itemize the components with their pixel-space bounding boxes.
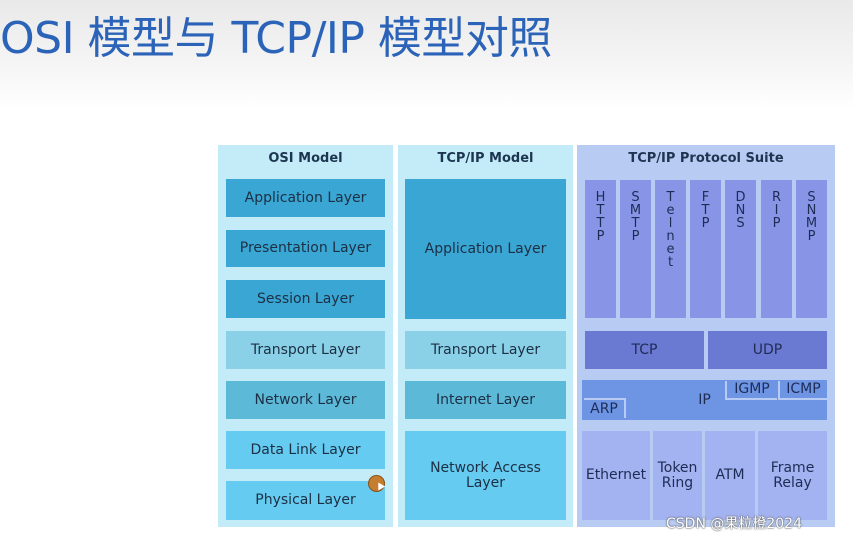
osi-data-link-layer: Data Link Layer: [226, 431, 385, 469]
protocol-icmp: ICMP: [778, 381, 827, 400]
protocol-telnet-label: Telnet: [663, 190, 678, 268]
tcpip-network-access-layer: Network Access Layer: [405, 431, 566, 520]
osi-network-layer: Network Layer: [226, 381, 385, 419]
protocol-igmp: IGMP: [725, 381, 777, 400]
osi-application-layer: Application Layer: [226, 179, 385, 217]
osi-physical-layer: Physical Layer: [226, 481, 385, 520]
tcpip-model-header: TCP/IP Model: [437, 151, 534, 166]
osi-transport-layer: Transport Layer: [226, 331, 385, 369]
tcpip-model-column: TCP/IP Model Application Layer Transport…: [398, 145, 573, 527]
protocol-rip-label: RIP: [769, 190, 784, 229]
protocol-tcp: TCP: [585, 331, 704, 369]
protocol-suite-column: TCP/IP Protocol Suite HTTP SMTP Telnet F…: [577, 145, 835, 527]
protocol-smtp-label: SMTP: [628, 190, 643, 242]
protocol-frame-relay: Frame Relay: [758, 431, 827, 520]
protocol-dns-label: DNS: [733, 190, 748, 229]
protocol-http-label: HTTP: [593, 190, 608, 242]
csdn-watermark: CSDN @果粒橙2024: [666, 516, 802, 532]
tcpip-application-layer: Application Layer: [405, 179, 566, 319]
protocol-suite-header: TCP/IP Protocol Suite: [628, 151, 784, 166]
protocol-ftp: FTP: [690, 180, 721, 318]
title-band: [0, 0, 853, 110]
protocol-arp: ARP: [584, 398, 626, 418]
protocol-snmp: SNMP: [796, 180, 827, 318]
osi-model-header: OSI Model: [268, 151, 343, 166]
osi-session-layer: Session Layer: [226, 280, 385, 318]
protocol-rip: RIP: [761, 180, 792, 318]
slide-title: OSI 模型与 TCP/IP 模型对照: [0, 13, 552, 64]
protocol-snmp-label: SNMP: [804, 190, 819, 242]
protocol-ip-label: IP: [698, 391, 711, 408]
protocol-token-ring: Token Ring: [653, 431, 702, 520]
protocol-ftp-label: FTP: [698, 190, 713, 229]
tcpip-transport-layer: Transport Layer: [405, 331, 566, 369]
protocol-telnet: Telnet: [655, 180, 686, 318]
osi-presentation-layer: Presentation Layer: [226, 230, 385, 267]
protocol-dns: DNS: [725, 180, 756, 318]
protocol-ethernet: Ethernet: [582, 431, 650, 520]
protocol-udp: UDP: [708, 331, 827, 369]
mouse-pointer-highlight-icon: [368, 475, 385, 492]
protocol-atm: ATM: [705, 431, 755, 520]
protocol-smtp: SMTP: [620, 180, 651, 318]
osi-model-column: OSI Model Application Layer Presentation…: [218, 145, 393, 527]
tcpip-internet-layer: Internet Layer: [405, 381, 566, 419]
protocol-http: HTTP: [585, 180, 616, 318]
